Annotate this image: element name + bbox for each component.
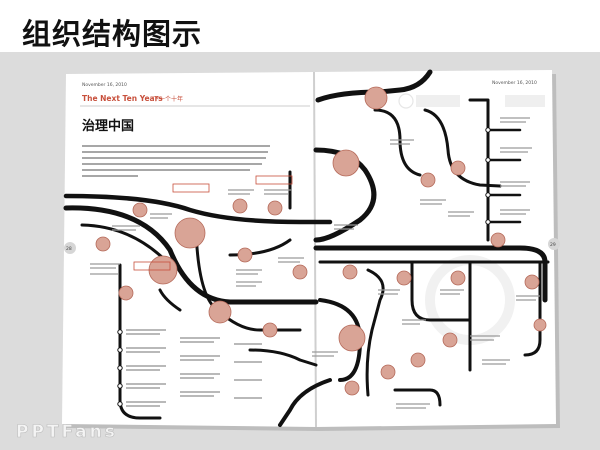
intro-paragraph — [82, 145, 270, 177]
station-node-major — [174, 217, 206, 249]
station-ticks — [117, 127, 491, 407]
series-title: The Next Ten Years — [82, 94, 163, 103]
station-node-small — [292, 264, 308, 280]
station-node-major — [364, 86, 388, 110]
page-number-right: 29 — [548, 238, 560, 250]
department-list — [126, 329, 262, 407]
station-node-small — [524, 274, 540, 290]
page-number-left: 28 — [64, 242, 76, 254]
station-node-small — [490, 232, 506, 248]
station-node-small — [262, 322, 278, 338]
station-node-small — [95, 236, 111, 252]
headline: 治理中国 — [82, 118, 134, 134]
node-captions — [90, 117, 540, 409]
station-node-small — [396, 270, 412, 286]
station-node-small — [237, 247, 253, 263]
label-tags — [133, 175, 293, 271]
footer-logo: PPTFans — [16, 422, 118, 443]
station-node-small — [450, 160, 466, 176]
station-node-small — [410, 352, 426, 368]
left-page — [62, 72, 316, 427]
left-issue-date: November 16, 2010 — [82, 82, 127, 88]
series-suffix: 下一个十年 — [153, 95, 183, 103]
svg-text:28: 28 — [66, 246, 72, 252]
station-node-small — [342, 264, 358, 280]
station-node-small — [344, 380, 360, 396]
right-issue-date: November 16, 2010 — [492, 80, 537, 86]
station-node-small — [420, 172, 436, 188]
station-node-small — [533, 318, 547, 332]
station-node-major — [338, 324, 366, 352]
slide-title: 组织结构图示 — [22, 17, 203, 51]
station-node-small — [267, 200, 283, 216]
station-node-small — [118, 285, 134, 301]
station-node-major — [332, 149, 360, 177]
station-node-small — [442, 332, 458, 348]
station-node-major — [208, 300, 232, 324]
station-node-small — [450, 270, 466, 286]
svg-text:29: 29 — [550, 242, 556, 248]
station-node-small — [232, 198, 248, 214]
station-node-small — [132, 202, 148, 218]
station-node-small — [380, 364, 396, 380]
